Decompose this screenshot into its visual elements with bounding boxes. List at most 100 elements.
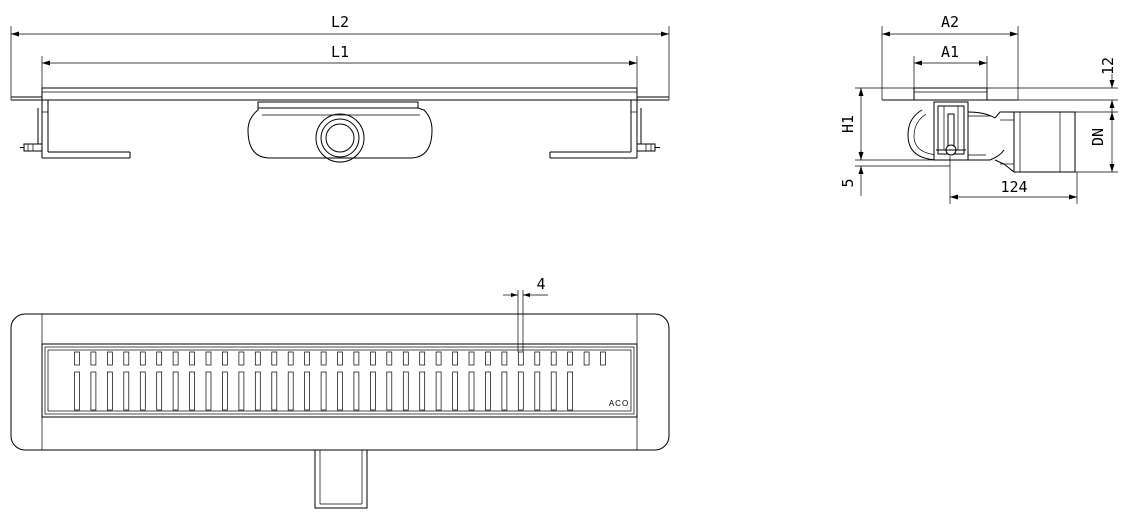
aco-logo: ACO — [609, 399, 629, 408]
dimension-12: 12 — [1099, 57, 1117, 114]
dimension-4: 4 — [503, 275, 548, 352]
outer-flange — [10, 313, 670, 451]
grate-slot-upper — [123, 351, 130, 366]
grate-slot-lower — [107, 371, 113, 411]
grate-slot-lower — [517, 371, 524, 411]
top-outlet-pipe — [314, 450, 368, 509]
grate-slot-lower — [534, 371, 541, 411]
grate-slot-upper — [172, 351, 179, 366]
grate-slots — [74, 351, 606, 411]
dimension-label-l1: L1 — [331, 43, 349, 61]
grate-slot-lower — [485, 371, 491, 411]
grate-slot-lower — [74, 371, 80, 411]
grate-slot-upper — [452, 351, 458, 366]
grate-slot-lower — [386, 371, 393, 411]
dimension-dn: DN — [1075, 111, 1118, 173]
grate-slot-lower — [172, 371, 179, 411]
grate-slot-lower — [567, 371, 573, 411]
adjustment-foot-left — [20, 108, 43, 152]
dimension-124: 124 — [949, 156, 1078, 204]
side-top-plate — [882, 87, 1118, 101]
grate-slot-upper — [74, 351, 80, 366]
grate-slot-lower — [435, 371, 442, 411]
grate-slot-lower — [123, 371, 130, 411]
grate-slot-upper — [205, 351, 212, 366]
grate-slot-lower — [287, 371, 294, 411]
grate-slot-lower — [452, 371, 458, 411]
grate-slot-lower — [550, 371, 557, 411]
grate-slot-upper — [550, 351, 557, 366]
grate-slot-upper — [534, 351, 541, 366]
grate-slot-lower — [205, 371, 212, 411]
dimension-5: 5 — [839, 150, 950, 196]
grate-slot-upper — [156, 351, 163, 366]
grate-slot-upper — [600, 351, 606, 366]
grate-slot-lower — [468, 371, 475, 411]
grate-slot-lower — [139, 371, 146, 411]
grate-slot-lower — [419, 371, 426, 411]
grate-slot-upper — [320, 351, 327, 366]
grate-slot-lower — [238, 371, 245, 411]
grate-slot-upper — [238, 351, 245, 366]
dimension-label-4: 4 — [536, 275, 545, 293]
channel-body — [41, 100, 638, 159]
dimension-a1: A1 — [913, 43, 988, 90]
grate-slot-upper — [468, 351, 475, 366]
adjustment-foot-right — [636, 108, 660, 152]
grate-slot-lower — [353, 371, 360, 411]
dimension-h1: H1 — [839, 87, 940, 161]
grate-slot-upper — [402, 351, 409, 366]
dimension-label-dn: DN — [1089, 128, 1107, 146]
grate-slot-upper — [287, 351, 294, 366]
grate-slot-lower — [222, 371, 228, 411]
grate-slot-upper — [189, 351, 195, 366]
grate-slot-upper — [254, 351, 261, 366]
grate-slot-upper — [222, 351, 228, 366]
grate-slot-upper — [90, 351, 97, 366]
dimension-label-124: 124 — [1000, 178, 1027, 196]
front-view: L2 L1 — [10, 13, 670, 163]
grate-slot-lower — [402, 371, 409, 411]
grate-slot-upper — [271, 351, 278, 366]
grate-slot-lower — [189, 371, 195, 411]
grate-slot-lower — [254, 371, 261, 411]
grate-slot-lower — [90, 371, 97, 411]
grate-slot-upper — [370, 351, 376, 366]
grate-slot-upper — [567, 351, 573, 366]
grate-slot-upper — [304, 351, 310, 366]
dimension-label-a1: A1 — [941, 43, 959, 61]
grate-slot-upper — [435, 351, 442, 366]
grate-slot-lower — [304, 371, 310, 411]
grate-slot-upper — [501, 351, 508, 366]
dimension-label-l2: L2 — [331, 13, 349, 31]
outlet-trap — [247, 101, 433, 163]
top-view: ACO 4 — [10, 275, 670, 509]
grate-slot-upper — [419, 351, 426, 366]
grate-slot-upper — [517, 351, 524, 366]
grate-slot-upper — [139, 351, 146, 366]
grate-slot-upper — [353, 351, 360, 366]
dimension-label-h1: H1 — [839, 115, 857, 133]
dimension-l2: L2 — [10, 13, 670, 100]
grate: ACO — [41, 343, 638, 418]
grate-slot-lower — [320, 371, 327, 411]
grate-slot-upper — [485, 351, 491, 366]
grate-slot-lower — [370, 371, 376, 411]
channel-flange — [11, 87, 669, 101]
grate-slot-lower — [156, 371, 163, 411]
side-outlet-pipe — [994, 111, 1076, 173]
grate-slot-upper — [337, 351, 343, 366]
grate-slot-upper — [107, 351, 113, 366]
grate-slot-upper — [386, 351, 393, 366]
grate-slot-lower — [337, 371, 343, 411]
side-trap-body — [907, 101, 1005, 161]
dimension-label-12: 12 — [1099, 57, 1117, 75]
grate-slot-lower — [501, 371, 508, 411]
side-view: A2 A1 12 — [839, 13, 1118, 204]
grate-slot-upper — [583, 351, 590, 366]
grate-slot-lower — [271, 371, 278, 411]
dimension-label-a2: A2 — [941, 13, 959, 31]
dimension-label-5: 5 — [839, 178, 857, 187]
dimension-l1: L1 — [41, 43, 638, 90]
